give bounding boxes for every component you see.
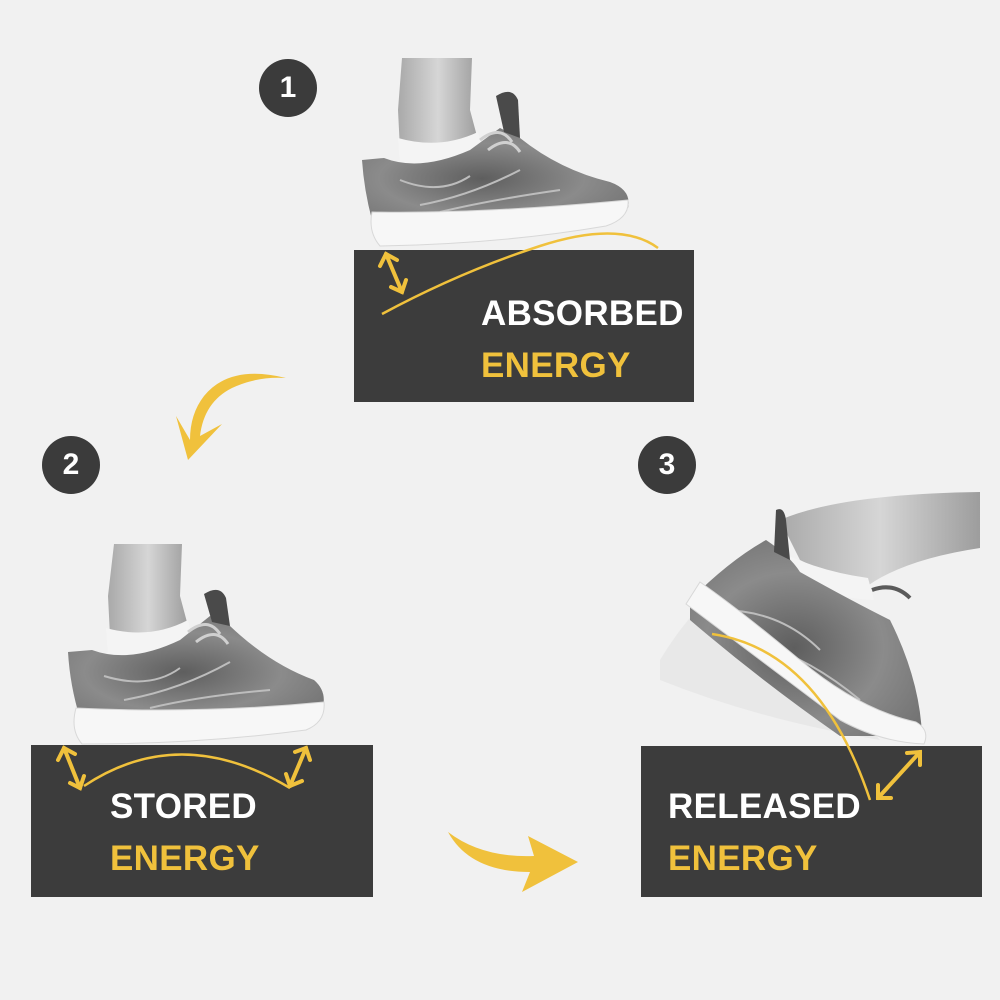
step-1-double-arrow-icon — [378, 251, 408, 295]
step-2-left-double-arrow-icon — [56, 745, 86, 791]
step-2-box — [31, 745, 373, 897]
step-1-label: ABSORBED ENERGY — [481, 296, 684, 383]
step-2-label: STORED ENERGY — [110, 789, 260, 876]
step-1-box — [354, 250, 694, 402]
step-3-title: RELEASED — [668, 787, 861, 826]
step-2-number: 2 — [62, 448, 80, 481]
step-3-box — [641, 746, 982, 897]
step-2-title: STORED — [110, 787, 258, 826]
step-3-badge: 3 — [638, 436, 696, 494]
step-1-subtitle: ENERGY — [481, 346, 631, 385]
step-2-right-double-arrow-icon — [284, 745, 312, 789]
step-3-label: RELEASED ENERGY — [668, 789, 861, 876]
step-2-subtitle: ENERGY — [110, 839, 260, 878]
step-3-subtitle: ENERGY — [668, 839, 818, 878]
step-2-badge: 2 — [42, 436, 100, 494]
step-3-double-arrow-icon — [876, 749, 922, 800]
step-3-number: 3 — [658, 448, 676, 481]
step-1-title: ABSORBED — [481, 294, 684, 333]
step-1-number: 1 — [279, 71, 297, 104]
step-1-badge: 1 — [259, 59, 317, 117]
